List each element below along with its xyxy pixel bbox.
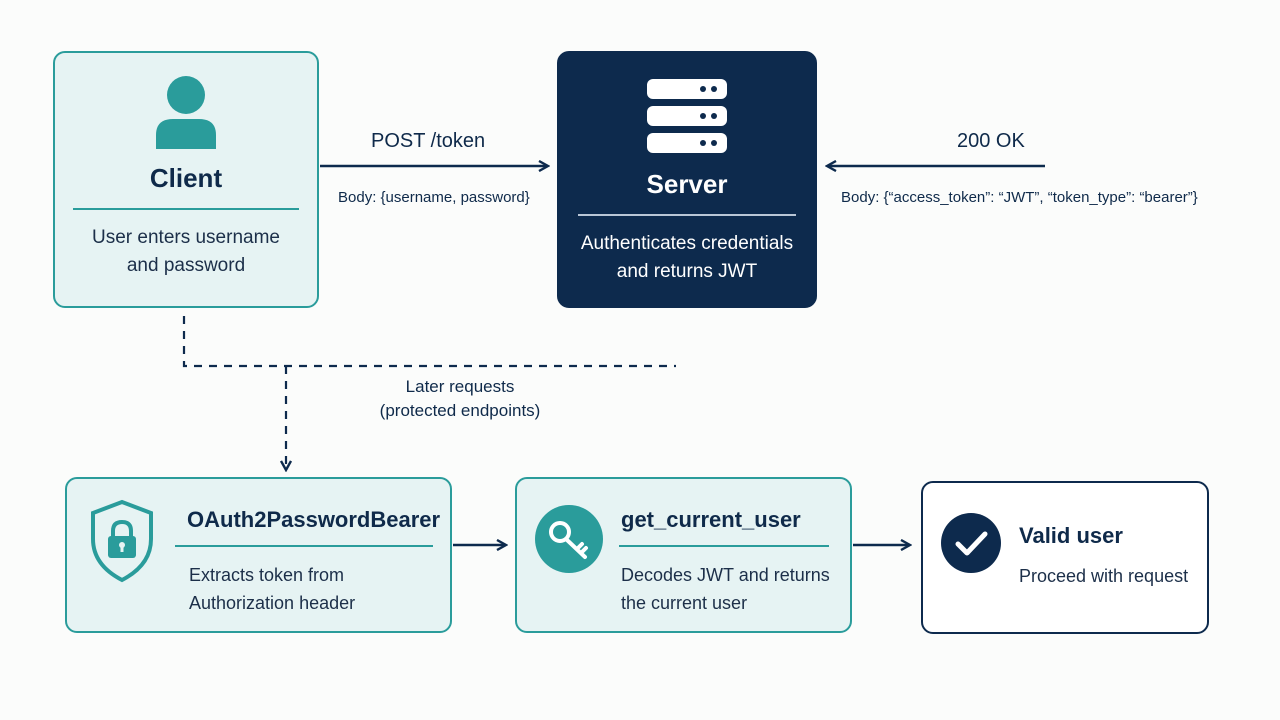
- response-label: 200 OK: [957, 130, 1025, 152]
- bearer-divider: [175, 545, 433, 547]
- key-icon: [535, 505, 603, 573]
- server-divider: [578, 214, 796, 216]
- check-circle-icon: [941, 513, 1001, 573]
- current-user-desc-line2: the current user: [621, 593, 748, 613]
- response-body-label: Body: {“access_token”: “JWT”, “token_typ…: [841, 189, 1198, 206]
- bearer-desc-line2: Authorization header: [189, 593, 356, 613]
- bearer-desc: Extracts token from Authorization header: [189, 561, 355, 617]
- server-desc-line1: Authenticates credentials: [580, 233, 794, 254]
- later-requests-label: Later requests (protected endpoints): [360, 375, 560, 423]
- request-body-label: Body: {username, password}: [338, 189, 530, 206]
- lock-shield-icon: [91, 499, 153, 583]
- request-label: POST /token: [371, 130, 486, 152]
- server-icon: [647, 79, 727, 153]
- current-user-title: get_current_user: [621, 507, 801, 532]
- server-desc-line2: and returns JWT: [616, 261, 758, 282]
- server-title: Server: [646, 169, 728, 199]
- client-title: Client: [149, 163, 223, 193]
- client-desc-line1: User enters username: [92, 227, 280, 248]
- client-desc-line2: and password: [126, 255, 246, 276]
- bearer-desc-line1: Extracts token from: [189, 565, 345, 585]
- client-divider: [73, 208, 299, 210]
- current-user-desc: Decodes JWT and returns the current user: [621, 561, 830, 617]
- server-box: Server Authenticates credentials and ret…: [557, 51, 817, 308]
- current-user-divider: [619, 545, 829, 547]
- valid-user-box: Valid user Proceed with request: [921, 481, 1209, 634]
- later-requests-line1: Later requests: [405, 377, 515, 396]
- client-box: Client User enters username and password: [53, 51, 319, 308]
- later-requests-dashed-line: [182, 316, 676, 368]
- current-user-box: get_current_user Decodes JWT and returns…: [515, 477, 852, 633]
- later-requests-line2: (protected endpoints): [379, 401, 541, 420]
- user-icon: [156, 76, 216, 149]
- current-user-desc-line1: Decodes JWT and returns: [621, 565, 830, 585]
- valid-user-title: Valid user: [1019, 523, 1123, 548]
- bearer-title: OAuth2PasswordBearer: [187, 507, 441, 532]
- bearer-box: OAuth2PasswordBearer Extracts token from…: [65, 477, 452, 633]
- valid-user-desc: Proceed with request: [1019, 566, 1189, 586]
